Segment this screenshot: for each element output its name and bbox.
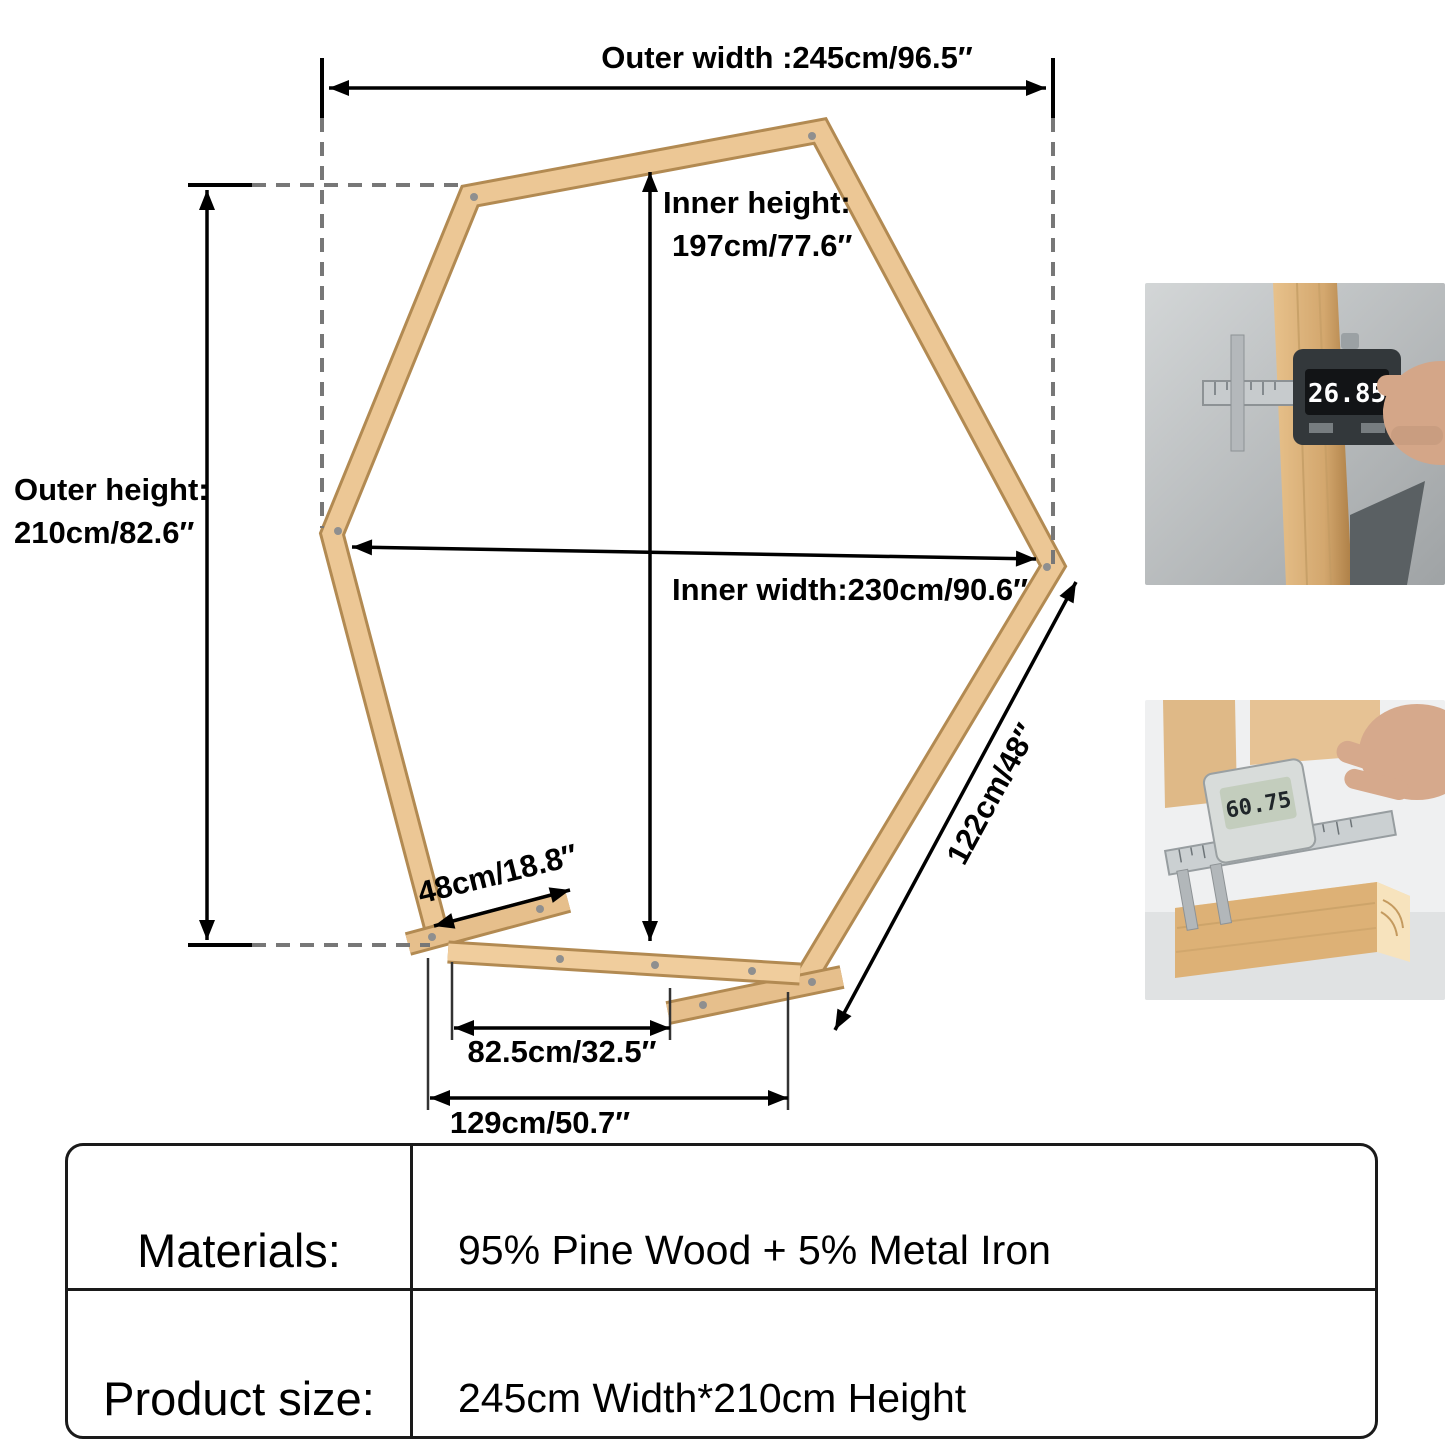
label-inner-height-1: Inner height: [663,185,851,220]
label-inner-height-2: 197cm/77.6″ [672,228,852,263]
crossbar [447,943,801,983]
label-base-inner: 82.5cm/32.5″ [468,1034,657,1069]
photo-caliper-beam: 60.75 [1145,700,1445,1000]
dashed-guides [252,118,1055,947]
product-size-value: 245cm Width*210cm Height [458,1375,967,1421]
label-outer-width: Outer width :245cm/96.5″ [601,40,973,75]
spec-table: Materials: 95% Pine Wood + 5% Metal Iron… [65,1143,1378,1439]
stand-shadow [1350,481,1425,585]
end-ticks [188,58,1055,947]
label-inner-width: Inner width:230cm/90.6″ [672,572,1028,607]
label-outer-height-1: Outer height: [14,472,209,507]
caliper-reading-1: 26.85 [1308,379,1386,409]
dim-inner-width-line [351,539,1037,567]
dim-right-diagonal-line [833,581,1078,1031]
label-base-outer: 129cm/50.7″ [450,1105,630,1140]
thin-extensions [426,958,790,1110]
materials-value: 95% Pine Wood + 5% Metal Iron [413,1146,1375,1291]
label-outer-height-2: 210cm/82.6″ [14,515,194,550]
caliper-icon: 60.75 [1163,758,1397,931]
product-size-label: Product size: [68,1291,413,1436]
hand-icon [1377,361,1445,465]
dim-foot-length-line [433,887,571,929]
hand-icon [1336,704,1445,801]
photo-caliper-post: 26.85 [1145,283,1445,585]
materials-label: Materials: [68,1146,413,1291]
